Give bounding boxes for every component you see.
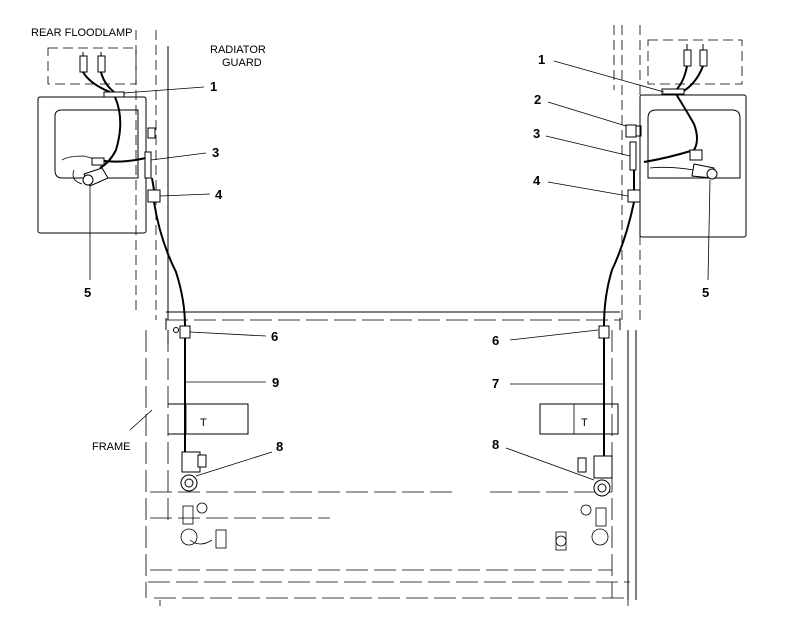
callout-left-1: 1 xyxy=(210,79,217,94)
callout-right-4: 4 xyxy=(533,173,541,188)
callout-left-6: 6 xyxy=(271,329,278,344)
bracket-t-label-left: T xyxy=(200,417,207,429)
callout-right-6: 6 xyxy=(492,333,499,348)
rear-floodlamp-label: REAR FLOODLAMP xyxy=(31,27,132,39)
callout-right-8: 8 xyxy=(492,437,499,452)
radiator-guard-structure xyxy=(37,25,747,606)
left-floodlamp xyxy=(79,52,125,98)
callout-right-3: 3 xyxy=(533,126,540,141)
callout-left-3: 3 xyxy=(212,145,219,160)
bracket-t-label-right: T xyxy=(581,417,588,429)
callout-left-5: 5 xyxy=(84,285,91,300)
radiator-label: RADIATOR xyxy=(210,44,266,56)
left-harness xyxy=(61,96,227,549)
callout-left-8: 8 xyxy=(276,439,283,454)
callout-right-7: 7 xyxy=(492,376,499,391)
right-floodlamp xyxy=(661,44,708,95)
right-harness xyxy=(555,93,718,551)
guard-label: GUARD xyxy=(222,57,262,69)
callout-left-4: 4 xyxy=(215,187,223,202)
frame-label: FRAME xyxy=(92,441,131,453)
callout-right-5: 5 xyxy=(702,285,709,300)
callout-right-1: 1 xyxy=(538,52,545,67)
callout-right-2: 2 xyxy=(534,92,541,107)
leader-lines xyxy=(89,60,711,481)
callout-left-9: 9 xyxy=(272,375,279,390)
